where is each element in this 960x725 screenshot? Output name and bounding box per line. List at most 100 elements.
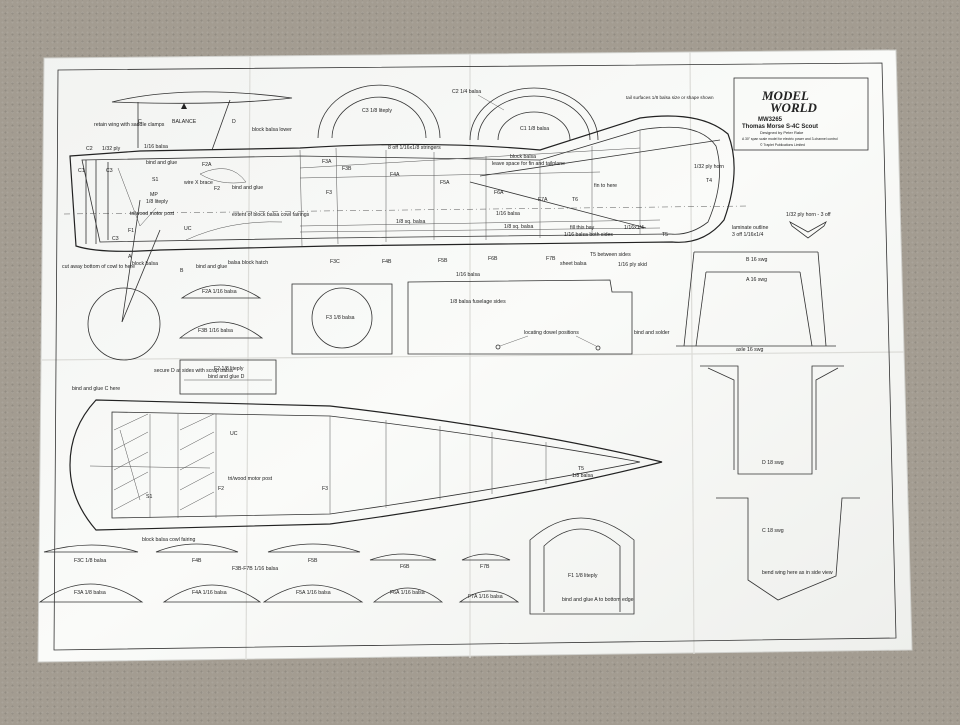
lbl-axle-swg: axle 16 swg <box>736 347 764 353</box>
plane-name: Thomas Morse S-4C Scout <box>742 124 818 130</box>
lbl-balsa-116c: 1/16 balsa <box>456 272 480 278</box>
lbl-locating-dowel: locating dowel positions <box>524 330 579 336</box>
lbl-f3a-18: F3A 1/8 balsa <box>74 590 106 596</box>
lbl-f3a: F3A <box>322 159 332 165</box>
lbl-liteply-18: 1/8 liteply <box>146 199 168 205</box>
lbl-uc2: UC <box>230 431 238 437</box>
lbl-sq-balsa: 1/8 sq. balsa <box>396 219 426 225</box>
formers-f2a-f3b: F2A 1/16 balsa F3B 1/16 balsa <box>178 284 264 339</box>
lbl-f5b2: F5B <box>308 558 318 564</box>
lbl-tail-surfaces: tail surfaces 1/8 balsa size or shape sh… <box>626 95 714 100</box>
lbl-sheet-balsa: sheet balsa <box>560 261 587 267</box>
lbl-balsa-116b: 1/16 balsa <box>496 211 520 217</box>
c3-arch: C3 1/8 liteply <box>317 84 441 139</box>
lbl-f6a: F6A <box>494 190 504 196</box>
lbl-f4b: F4B <box>382 259 392 265</box>
lbl-s1: S1 <box>152 177 158 183</box>
lbl-horn-off: 1/32 ply horn - 3 off <box>786 212 831 218</box>
lbl-f2b: F2 <box>218 486 224 492</box>
lbl-t5: T5 <box>662 232 668 238</box>
lbl-fuselage-sides: 1/8 balsa fuselage sides <box>450 299 506 305</box>
lbl-bind-glue-a: bind and glue A to bottom edge <box>562 597 634 603</box>
lbl-sq-balsa2: 1/8 sq. balsa <box>504 224 534 230</box>
lbl-ply-horn: 1/32 ply horn <box>694 164 724 170</box>
lbl-balsa-116: 1/16 balsa <box>144 144 168 150</box>
lbl-fill-bay: fill this bay <box>570 225 595 231</box>
lbl-d-right: D <box>232 119 236 125</box>
lbl-c-left: C <box>138 119 142 125</box>
lbl-b-swg: B 16 swg <box>746 257 767 263</box>
lbl-t6: T6 <box>572 197 578 203</box>
fuselage-top-view: bind and glue C here UC tri/wood motor p… <box>69 386 663 543</box>
lbl-trilwood-motor: tri/wood motor post <box>130 211 175 217</box>
lbl-bind-glue-d: bind and glue D <box>208 374 245 380</box>
lbl-block-balsa2: block balsa <box>132 261 158 267</box>
lbl-both-sides: 1/16 balsa both sides <box>564 232 613 238</box>
lbl-f3b: F3B <box>342 166 352 172</box>
lbl-leave-space: leave space for fin and tailplane <box>492 161 565 167</box>
uc-wire-d: D 18 swg <box>700 365 844 475</box>
lbl-ply-skid: 1/16 ply skid <box>618 262 647 268</box>
f1-former: F1 1/8 liteply bind and glue A to bottom… <box>529 517 635 615</box>
lbl-block-balsa: block balsa <box>510 154 536 160</box>
uc-wire-a-b: B 16 swg A 16 swg bind and solder axle 1… <box>634 251 836 353</box>
ply-horn-piece: 1/32 ply horn - 3 off <box>786 212 831 239</box>
lbl-trilwood-motor2: tri/wood motor post <box>228 476 273 482</box>
lbl-retain-wing: retain wing with saddle clamps <box>94 122 165 128</box>
lbl-f2a-116: F2A 1/16 balsa <box>202 289 237 295</box>
lbl-laminate-outline: laminate outline <box>732 225 768 231</box>
lbl-extent-cowl: extent of block balsa cowl fairings <box>232 212 310 218</box>
lbl-c-swg: C 18 swg <box>762 528 784 534</box>
lbl-bind-glue-c: bind and glue C here <box>72 386 120 392</box>
lbl-block-cowl: block balsa cowl fairing <box>142 537 195 543</box>
bottom-formers: F3C 1/8 balsa F4B F5B F3B-F7B 1/16 balsa… <box>38 543 520 603</box>
lbl-bind-glue-b: bind and glue <box>232 185 263 191</box>
lbl-ply-132: 1/32 ply <box>102 146 121 152</box>
lbl-f3d: F3 <box>322 486 328 492</box>
fuselage-side-view: C2 1/32 ply 1/16 balsa C1 C3 bind and gl… <box>62 115 768 323</box>
lbl-c1-balsa: C1 1/8 balsa <box>520 126 549 132</box>
lbl-f6a-116: F6A 1/16 balsa <box>390 590 425 596</box>
plan-number: MW3265 <box>758 117 783 123</box>
designer: Designed by Peter Rake <box>760 130 804 135</box>
lbl-f5a: F5A <box>440 180 450 186</box>
lbl-f3-balsa: F3 1/8 balsa <box>326 315 355 321</box>
lbl-f6b: F6B <box>488 256 498 262</box>
copyright: © Traplet Publications Limited <box>760 143 805 147</box>
lbl-secure-d: secure D at sides with scrap balsa <box>154 368 233 374</box>
fold-crease-h1 <box>41 351 905 361</box>
lbl-wire-x-brace: wire X brace <box>184 180 213 186</box>
lbl-bind-glue2: bind and glue <box>196 264 227 270</box>
lbl-balsa-block-hatch: balsa block hatch <box>228 260 268 266</box>
lbl-f7b: F7B <box>546 256 556 262</box>
lbl-f3b-f7b: F3B-F7B 1/16 balsa <box>232 566 278 572</box>
fuselage-sides-piece: 1/8 balsa fuselage sides locating dowel … <box>407 279 633 355</box>
lbl-balance: BALANCE <box>172 119 197 125</box>
lbl-c2-balsa: C2 1/4 balsa <box>452 89 481 95</box>
lbl-f2: F2 <box>214 186 220 192</box>
lbl-f1-liteply: F1 1/8 liteply <box>568 573 598 579</box>
lbl-t5-between: T5 between sides <box>590 252 631 258</box>
plan-border <box>53 62 897 651</box>
lbl-f7a: F7A <box>538 197 548 203</box>
lbl-f1: F1 <box>128 228 134 234</box>
c1-c2-arch: C2 1/4 balsa C1 1/8 balsa <box>452 87 599 141</box>
f2-liteply-piece: F2 1/8 liteply bind and glue D secure D … <box>154 359 277 395</box>
lbl-fin-here: fin to here <box>594 183 617 189</box>
lbl-d-swg: D 18 swg <box>762 460 784 466</box>
lbl-f3b-116: F3B 1/16 balsa <box>198 328 233 334</box>
lbl-a: A <box>128 254 132 260</box>
lbl-cut-away: cut away bottom of cowl to here <box>62 264 135 270</box>
f3-former-box: F3 1/8 balsa <box>291 283 393 355</box>
lbl-f3c: F3C <box>330 259 340 265</box>
lbl-bend-wing: bend wing here as in side view <box>762 570 833 576</box>
lbl-laminate-off: 3 off 1/16x1/4 <box>732 232 763 238</box>
lbl-balsa-18: 1/8 balsa <box>572 473 593 479</box>
lbl-b: B <box>180 268 184 274</box>
lbl-a-swg: A 16 swg <box>746 277 767 283</box>
lbl-uc: UC <box>184 226 192 232</box>
lbl-f3c-116: F3C 1/8 balsa <box>74 558 106 564</box>
lbl-c3-ply: C3 1/8 liteply <box>362 108 392 114</box>
lbl-s1b: S1 <box>146 494 152 500</box>
lbl-c3b: C3 <box>112 236 119 242</box>
